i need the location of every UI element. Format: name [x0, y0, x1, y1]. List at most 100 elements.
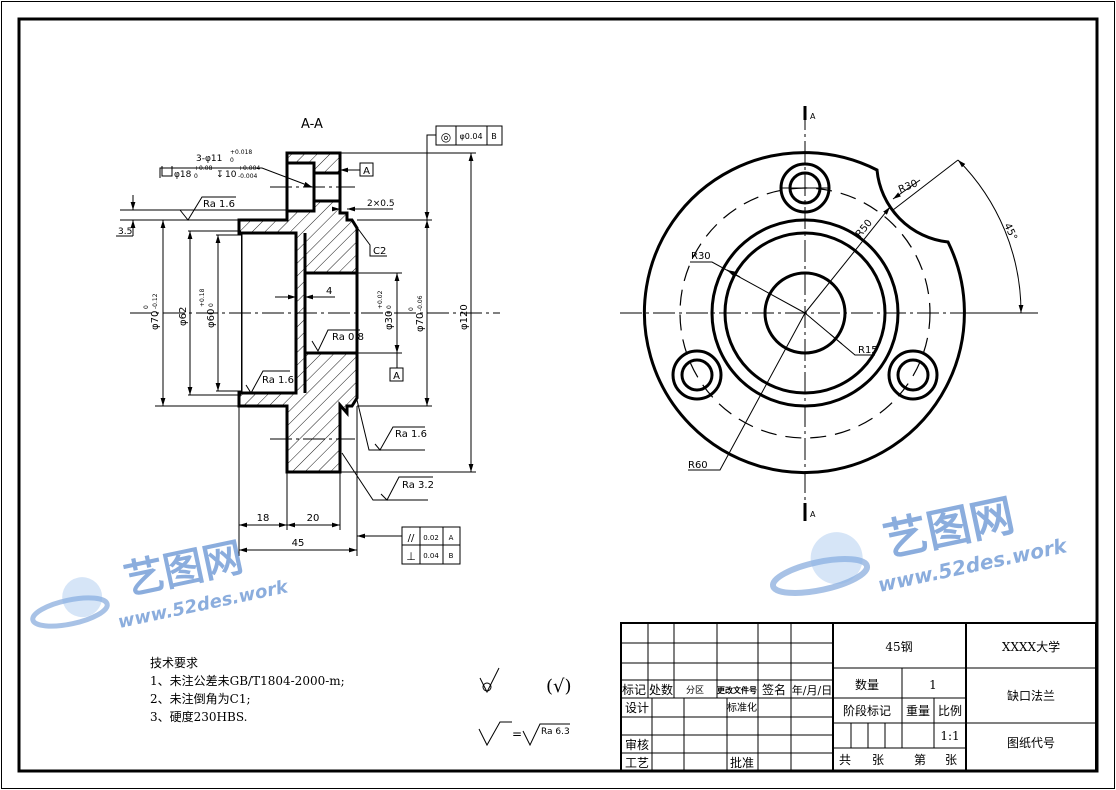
center-bore: [763, 271, 847, 355]
tol: +0.08: [194, 165, 213, 172]
tol: 0: [208, 303, 215, 307]
rev-header: 分区: [686, 685, 704, 696]
width-dim: 4: [326, 286, 332, 297]
material: 45钢: [885, 640, 912, 654]
equals-sign: =: [512, 727, 522, 741]
rev-header: 更改文件号: [717, 685, 757, 695]
flange-outline: [642, 151, 966, 475]
rev-header: 处数: [649, 682, 673, 697]
tol: 0: [143, 305, 150, 309]
other-roughness: (√): [546, 676, 572, 697]
tol: -0.12: [152, 293, 159, 309]
standardization-label: 标准化: [727, 701, 757, 714]
title-block: [620, 622, 1097, 772]
cut-label-bottom: A: [810, 510, 816, 519]
dim-phi60: φ60: [206, 309, 217, 328]
review-label: 审核: [625, 737, 649, 752]
watermark: 艺图网 www.52des.work: [769, 490, 1070, 597]
dim-phi62: φ62: [178, 307, 189, 326]
gdt-value: 0.02: [423, 534, 439, 542]
dim-phi30: φ30: [384, 311, 395, 330]
radius-r30-left: R30: [691, 251, 711, 262]
concentricity-icon: ◎: [441, 130, 451, 144]
school-name: XXXX大学: [1002, 639, 1060, 654]
sheets-unit: 张: [945, 753, 957, 767]
weight-label: 重量: [906, 704, 930, 718]
roughness-icon: [522, 723, 570, 747]
dim-20: 20: [307, 513, 320, 524]
tech-title: 技术要求: [150, 656, 198, 670]
roughness-label: Ra 1.6: [203, 199, 235, 210]
roughness-symbol: Ra 3.2: [341, 452, 434, 501]
radius-r50: R50: [854, 218, 875, 240]
section-view: A-A 3-φ11 +0.018 0 φ18 +0.08 0 ↧ 10 +0.0…: [116, 117, 503, 565]
sheet-no-label: 第: [914, 753, 926, 767]
datum-label: A: [393, 371, 400, 382]
step-dim: 3.5: [118, 227, 132, 237]
tech-requirements: 技术要求 1、未注公差未GB/T1804-2000-m; 2、未注倒角为C1; …: [150, 656, 345, 724]
roughness-symbol: Ra 1.6: [356, 399, 427, 451]
gdt-datum: B: [491, 132, 497, 141]
tol: +0.02: [377, 290, 384, 309]
tol: -0.004: [238, 173, 258, 180]
design-label: 设计: [625, 701, 649, 715]
section-title: A-A: [301, 117, 323, 132]
roughness-label: Ra 1.6: [395, 429, 427, 440]
approve-label: 批准: [730, 755, 754, 770]
stage-label: 阶段标记: [843, 703, 891, 718]
part-name: 缺口法兰: [1007, 688, 1055, 703]
roughness-symbol: Ra 1.6: [245, 370, 294, 394]
gdt-datum: B: [449, 552, 454, 560]
perpendicularity-icon: ⊥: [406, 550, 416, 563]
roughness-unmachined-icon: [479, 667, 500, 694]
tech-item: 3、硬度230HBS.: [150, 709, 247, 724]
parallelism-icon: //: [408, 533, 415, 544]
drawing-frame: [17, 17, 1099, 773]
quantity-value: 1: [929, 678, 937, 692]
dim-phi70-right: φ70: [415, 313, 426, 332]
watermark: 艺图网 www.52des.work: [30, 534, 291, 633]
datum-a-bottom: [389, 367, 404, 382]
scale-value: 1:1: [940, 729, 959, 743]
sheets-total-label: 共: [839, 753, 851, 767]
dim-phi70-left: φ70: [150, 311, 161, 330]
scale-label: 比例: [938, 704, 962, 718]
hub-inner: [723, 231, 887, 395]
roughness-icon: [478, 721, 512, 747]
roughness-symbol: Ra 1.6: [179, 196, 236, 221]
front-view: A A R30 R50 R30 R15 R60 45°: [620, 106, 1040, 521]
gdt-value: φ0.04: [459, 132, 482, 141]
chamfer-dim: C2: [373, 246, 386, 257]
hub-outer: [710, 218, 900, 408]
gdt-datum: A: [449, 534, 454, 542]
tol: +0.004: [238, 165, 260, 172]
roughness-symbol: Ra 0.8: [311, 329, 364, 353]
datum-a-top: [359, 162, 374, 177]
title-block-text: 标记 处数 分区 更改文件号 签名 年/月/日 设计 标准化 审核 工艺 批准 …: [622, 639, 1060, 770]
roughness-default: Ra 6.3: [541, 727, 570, 737]
datum-label: A: [363, 166, 370, 177]
surface-symbols: (√) = Ra 6.3: [478, 667, 572, 747]
counterbore-callout: φ18: [174, 170, 192, 180]
dim-45: 45: [292, 538, 305, 549]
tol: -0.06: [417, 295, 424, 311]
cut-label-top: A: [810, 112, 816, 121]
roughness-label: Ra 3.2: [402, 480, 434, 491]
radius-r15: R15: [858, 345, 878, 356]
angle-45: 45°: [1001, 222, 1018, 243]
rev-header: 标记: [622, 683, 646, 697]
dim-phi120: φ120: [459, 304, 470, 330]
tol: 0: [408, 307, 415, 311]
groove-dim: 2×0.5: [367, 199, 395, 209]
hole-callout: 3-φ11: [196, 154, 222, 164]
drawing-code: 图纸代号: [1007, 736, 1055, 750]
tol: +0.18: [199, 288, 206, 307]
bolt-hole-right: [887, 349, 939, 401]
quantity-label: 数量: [855, 677, 879, 692]
tol: +0.018: [230, 149, 252, 156]
roughness-label: Ra 1.6: [262, 375, 294, 386]
tol: 0: [194, 173, 198, 180]
roughness-label: Ra 0.8: [332, 332, 364, 343]
